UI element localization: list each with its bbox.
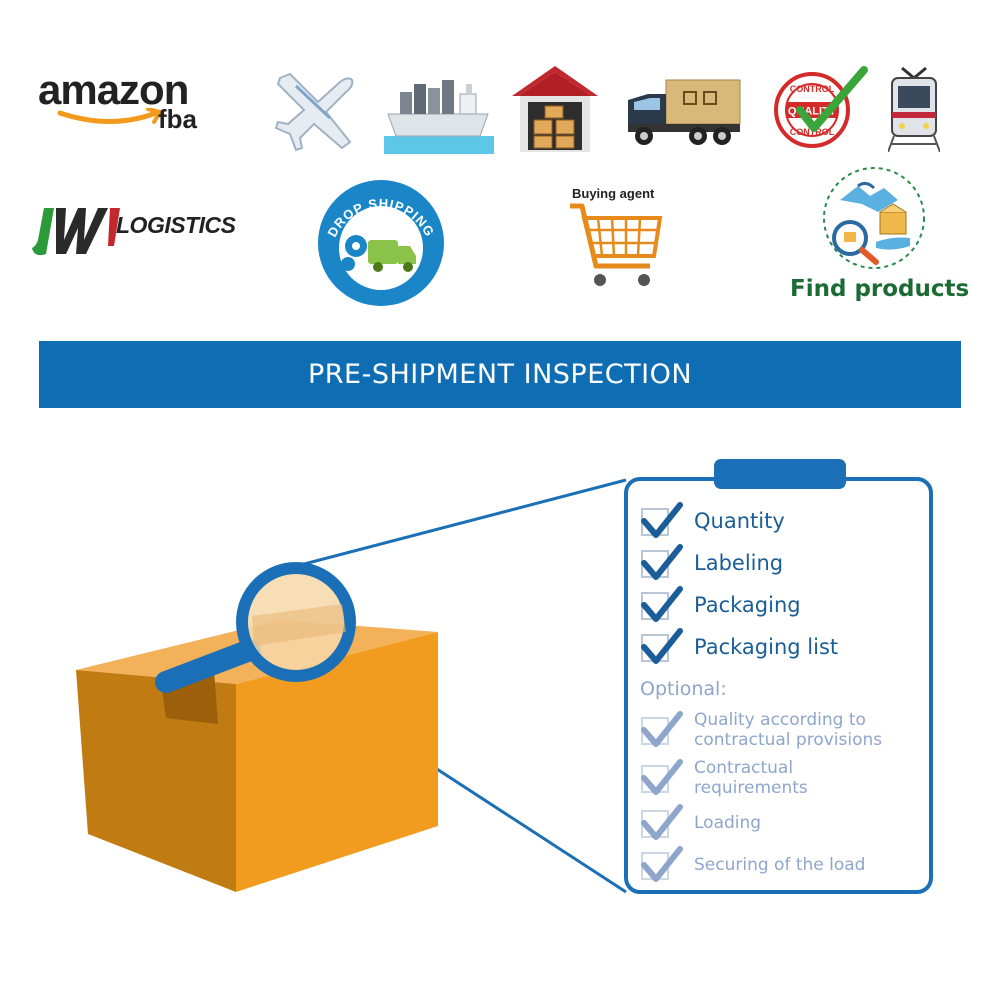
checkmark-icon [641,804,683,840]
drop-shipping-text-arc: DROP SHIPPING [324,196,437,240]
checklist-item-label: Quantity [694,509,785,533]
drop-shipping-badge-icon [318,180,444,306]
amazon-wordmark: amazon [38,66,189,113]
checklist-item: Quantity [638,500,928,542]
checklist-item-label: Packaging list [694,635,839,659]
checkmark-icon [641,628,683,664]
checklist-item-label: Labeling [694,551,784,575]
magnifier-icon [155,562,356,693]
find-products-icon [823,167,925,269]
svg-text:DROP SHIPPING: DROP SHIPPING [324,196,437,240]
amazon-smile-icon [57,108,164,124]
optional-item: Securing of the load [638,844,928,886]
amazon-fba-logo: amazon fba [38,66,208,136]
optional-item-label: Loading [694,813,762,833]
checkmark-icon [641,586,683,622]
checklist-required: Quantity Labeling Packaging Packaging li… [638,500,928,668]
checkmark-icon [641,711,683,747]
inspection-checklist-clipboard [624,477,933,894]
checklist-item: Labeling [638,542,928,584]
optional-item: Loading [638,802,928,844]
stamp-top-text: CONTROL [790,84,835,94]
checklist-item: Packaging list [638,626,928,668]
warehouse-icon [512,66,598,152]
optional-item-line1: Quality according to [694,710,866,730]
quality-control-stamp-icon: QUALITY CONTROL CONTROL [774,66,868,148]
checklist-item-label: Packaging [694,593,801,617]
optional-item-line2: contractual provisions [694,730,883,750]
checkmark-icon [641,846,683,882]
optional-item-label: Securing of the load [694,855,866,875]
checkmark-icon [641,502,683,538]
cargo-ship-icon [384,80,494,154]
checklist-item: Packaging [638,584,928,626]
optional-item-line1: Contractual [694,758,794,778]
checkmark-icon [641,759,683,795]
lens-line-top [261,478,627,577]
fba-label: fba [158,104,197,134]
drop-shipping-badge: DROP SHIPPING [316,178,446,308]
jw-logistics-wordmark: LOGISTICS [116,212,236,238]
drop-shipping-text: DROP SHIPPING [324,196,436,240]
optional-heading: Optional: [640,678,727,700]
jw-logistics-mark-icon [32,208,120,256]
shopping-cart-icon [570,203,663,286]
clipboard-clip [714,459,846,489]
checkmark-icon [641,544,683,580]
stamp-bottom-text: CONTROL [790,127,835,137]
find-products-label: Find products [790,276,970,302]
jw-logistics-logo: LOGISTICS [30,196,240,260]
delivery-truck-icon [628,79,741,145]
pre-shipment-inspection-banner: PRE-SHIPMENT INSPECTION [39,341,961,408]
train-icon [888,66,940,152]
optional-item-line2: requirements [694,778,808,798]
inspection-illustration [76,478,627,894]
buying-agent-label: Buying agent [572,186,655,201]
airplane-icon [274,72,354,152]
